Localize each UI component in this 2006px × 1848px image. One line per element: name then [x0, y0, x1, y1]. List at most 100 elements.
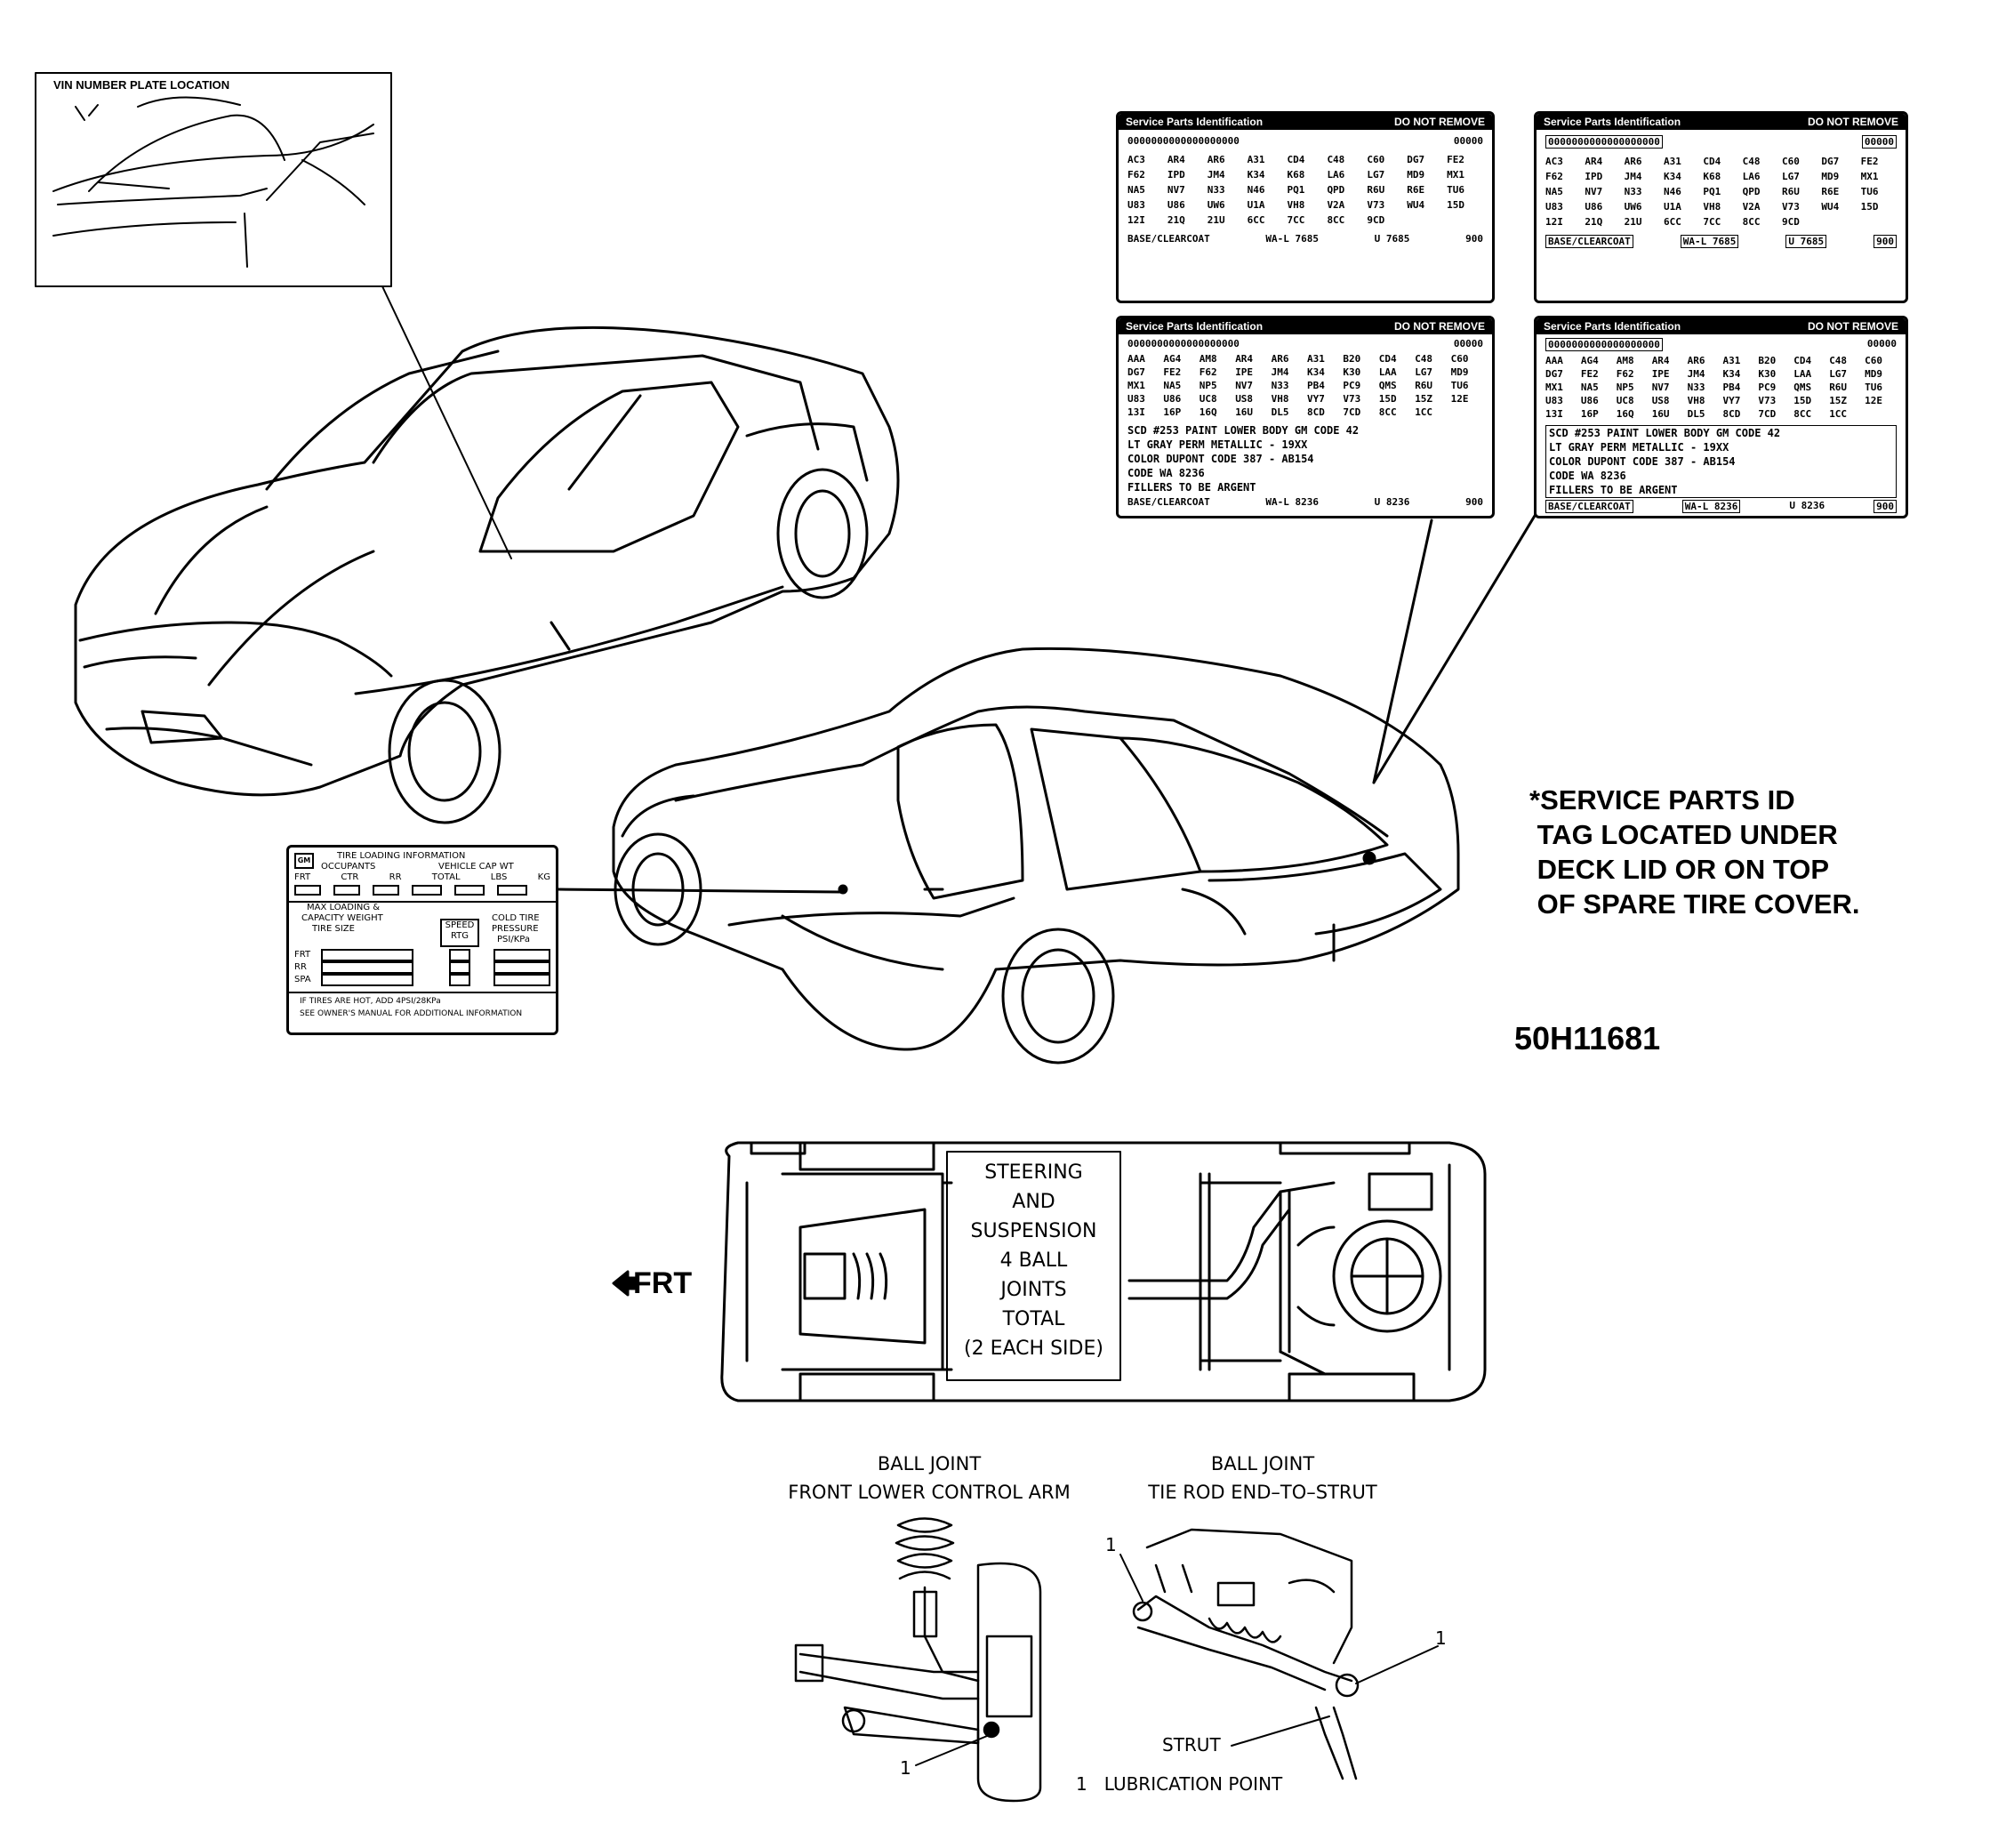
spi-code: AAA — [1127, 353, 1145, 365]
spi-code: AAA — [1545, 355, 1563, 366]
spi-code: 21Q — [1167, 214, 1185, 226]
spi-code: AR6 — [1271, 353, 1289, 365]
spi-code: AR4 — [1585, 156, 1603, 167]
spi-code: DG7 — [1545, 368, 1563, 380]
spi-code: 15D — [1860, 201, 1879, 213]
spi-code: R6U — [1781, 186, 1800, 197]
spi-code: FE2 — [1163, 366, 1182, 378]
spi-code: NV7 — [1585, 186, 1603, 197]
spi-tag-1-number: 0000000000000000000 — [1127, 135, 1240, 147]
spi-code: NV7 — [1651, 382, 1670, 393]
spi-code: IPD — [1585, 171, 1603, 182]
spi-code: VY7 — [1307, 393, 1325, 405]
spi-code: U83 — [1127, 199, 1145, 211]
tire-label-title: TIRE LOADING INFORMATION — [337, 851, 466, 861]
spi-tag-1-header-right: DO NOT REMOVE — [1393, 116, 1485, 128]
spi-code: PQ1 — [1703, 186, 1721, 197]
spi-tag-1-base: BASE/CLEARCOAT — [1127, 233, 1210, 245]
spi-code: 15D — [1447, 199, 1464, 211]
spi-note-line: COLOR DUPONT CODE 387 - AB154 — [1549, 455, 1736, 468]
spi-code: FE2 — [1860, 156, 1879, 167]
spi-code: 12I — [1127, 214, 1145, 226]
spi-tag-4-u: U 8236 — [1789, 500, 1825, 511]
spi-code: QPD — [1742, 186, 1761, 197]
spi-code: VH8 — [1271, 393, 1289, 405]
frt-arrow-icon — [612, 1270, 638, 1297]
spi-code: 21U — [1207, 214, 1225, 226]
spi-code: U86 — [1580, 395, 1599, 406]
spi-code: QMS — [1378, 380, 1397, 391]
spi-code: V73 — [1343, 393, 1361, 405]
spi-code: LG7 — [1415, 366, 1433, 378]
spi-code: C60 — [1450, 353, 1469, 365]
spi-code: 1CC — [1829, 408, 1848, 420]
spi-code: N46 — [1247, 184, 1265, 196]
spi-code: V2A — [1327, 199, 1345, 211]
spi-code: C60 — [1781, 156, 1800, 167]
spi-code: 6CC — [1663, 216, 1681, 228]
spi-code: NV7 — [1167, 184, 1185, 196]
spi-leader-right — [1372, 501, 1545, 784]
spi-code: 12E — [1865, 395, 1882, 406]
spi-code: LA6 — [1742, 171, 1761, 182]
spi-code: VY7 — [1722, 395, 1741, 406]
spi-tag-3-paint: 900 — [1465, 496, 1483, 508]
spi-code: IPE — [1235, 366, 1254, 378]
spi-code: NA5 — [1163, 380, 1182, 391]
tire-label-rows: FRT RR SPA — [294, 949, 311, 986]
spi-code: TU6 — [1450, 380, 1469, 391]
spi-code: C60 — [1865, 355, 1882, 366]
spi-code: FE2 — [1447, 154, 1464, 165]
spi-code: A31 — [1307, 353, 1325, 365]
spi-code: CD4 — [1378, 353, 1397, 365]
spi-code: TU6 — [1447, 184, 1464, 196]
spi-code: AR4 — [1235, 353, 1254, 365]
spi-code: UW6 — [1207, 199, 1225, 211]
spi-code: CD4 — [1287, 154, 1305, 165]
spi-code: 1CC — [1415, 406, 1433, 418]
spi-code: 21U — [1624, 216, 1642, 228]
spi-code: K34 — [1307, 366, 1325, 378]
frt-label: FRT — [633, 1266, 693, 1300]
spi-code: U83 — [1127, 393, 1145, 405]
tire-label-boxes — [294, 885, 550, 896]
spi-code: K68 — [1287, 169, 1305, 181]
spi-code: K68 — [1703, 171, 1721, 182]
spi-code: B20 — [1758, 355, 1777, 366]
spi-code: PC9 — [1343, 380, 1361, 391]
spi-code: C48 — [1742, 156, 1761, 167]
sedan-car-outline — [612, 647, 1460, 1051]
spi-code: DL5 — [1271, 406, 1289, 418]
tire-loading-label: GM TIRE LOADING INFORMATION OCCUPANTS VE… — [286, 845, 558, 1035]
spi-code: 16Q — [1616, 408, 1634, 420]
spi-code: LG7 — [1367, 169, 1385, 181]
spi-note-line: CODE WA 8236 — [1127, 467, 1205, 479]
spi-code: AM8 — [1199, 353, 1217, 365]
tire-label-rtg: RTG — [450, 931, 469, 941]
spi-tag-1: Service Parts Identification DO NOT REMO… — [1116, 111, 1495, 303]
spi-code: V2A — [1742, 201, 1761, 213]
tire-label-speed: SPEED — [445, 920, 475, 930]
spi-tag-3-u: U 8236 — [1374, 496, 1410, 508]
spi-code: QPD — [1327, 184, 1345, 196]
spi-tag-4-wa: WA-L 8236 — [1681, 500, 1741, 513]
spi-code: A31 — [1663, 156, 1681, 167]
spi-note-line: FILLERS TO BE ARGENT — [1549, 484, 1678, 496]
spi-code: DG7 — [1407, 154, 1425, 165]
gm-logo-icon: GM — [294, 853, 314, 869]
spi-code: 15D — [1793, 395, 1812, 406]
spi-code: K34 — [1247, 169, 1265, 181]
spi-code: PQ1 — [1287, 184, 1305, 196]
spi-tag-4: Service Parts Identification DO NOT REMO… — [1534, 316, 1908, 518]
spi-code: 15Z — [1829, 395, 1848, 406]
spi-code: UW6 — [1624, 201, 1642, 213]
spi-code: JM4 — [1271, 366, 1289, 378]
spi-code: U86 — [1585, 201, 1603, 213]
spi-code: TU6 — [1865, 382, 1882, 393]
strut-leader — [1231, 1715, 1330, 1747]
spi-tag-2: Service Parts Identification DO NOT REMO… — [1534, 111, 1908, 303]
spi-code: NP5 — [1199, 380, 1217, 391]
